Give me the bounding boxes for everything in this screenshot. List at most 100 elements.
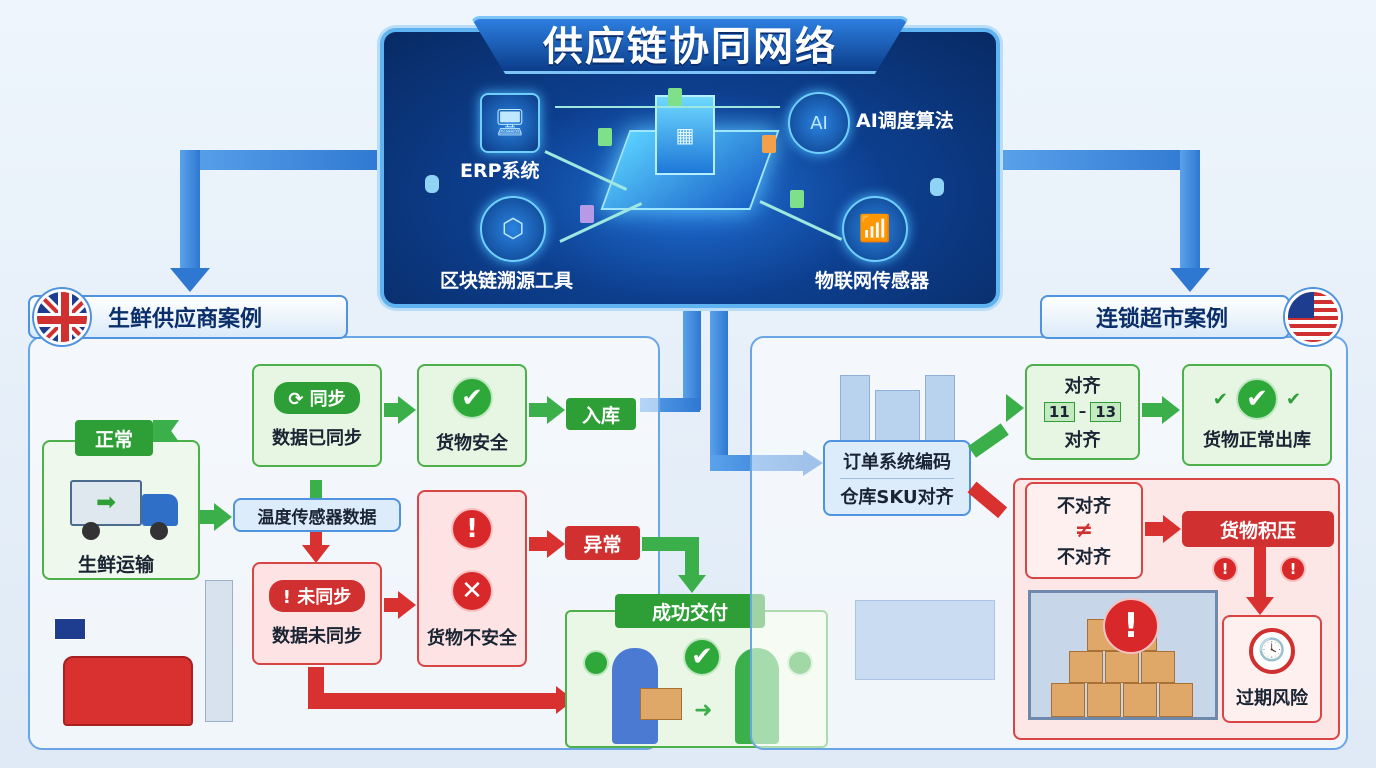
alert-icon: ! xyxy=(1280,556,1306,582)
arrow-head xyxy=(1006,394,1024,422)
arrow-unsynced-to-unsafe xyxy=(384,598,400,612)
arrow-to-backlog xyxy=(1145,522,1165,536)
arrow-safe-to-inbound xyxy=(529,403,549,417)
pipe-right xyxy=(995,150,1200,170)
database-icon xyxy=(930,178,944,196)
package-icon xyxy=(640,688,682,720)
erp-label: ERP系统 xyxy=(460,160,540,182)
arrow-abnormal-to-delivery xyxy=(642,537,697,551)
arrow-truck-to-sensor xyxy=(200,510,216,524)
misaligned-top-label: 不对齐 xyxy=(1057,496,1111,517)
arrow-head xyxy=(398,396,416,424)
misaligned-bottom-label: 不对齐 xyxy=(1057,547,1111,568)
aligned-card: 对齐 11 – 13 对齐 xyxy=(1025,364,1140,460)
arrow-head xyxy=(547,530,565,558)
iot-sensor-icon[interactable]: 📶 xyxy=(842,196,908,262)
check-icon: ✔ xyxy=(1286,388,1302,410)
truck-label: 生鲜运输 xyxy=(78,554,155,576)
arrow-head xyxy=(678,575,706,593)
uk-small-flag-icon xyxy=(54,618,86,640)
arrow-sensor-down xyxy=(310,532,322,548)
network-title-banner: 供应链协同网络 xyxy=(470,16,910,74)
big-red-arrow-horizontal xyxy=(308,693,558,709)
iot-label: 物联网传感器 xyxy=(815,270,930,292)
normal-flag-label: 正常 xyxy=(94,428,133,451)
code-a: 11 xyxy=(1043,402,1075,422)
blockchain-icon[interactable]: ⬡ xyxy=(480,196,546,262)
document-icon xyxy=(790,190,804,208)
ai-badge: AI xyxy=(810,112,828,134)
sku-align-label: 仓库SKU对齐 xyxy=(840,477,954,509)
document-icon xyxy=(580,205,594,223)
normal-outbound-card: ✔✔✔ 货物正常出库 xyxy=(1182,364,1332,466)
alert-icon: ! xyxy=(1212,556,1238,582)
pipe-center-left xyxy=(683,305,701,410)
aligned-bottom-label: 对齐 xyxy=(1064,430,1101,451)
expiry-risk-label: 过期风险 xyxy=(1236,688,1308,709)
check-circle-icon: ✔ xyxy=(683,638,721,676)
big-alert-icon: ! xyxy=(1103,598,1159,654)
arrow-down-right xyxy=(1170,268,1210,292)
check-circle-icon xyxy=(583,650,609,676)
document-icon xyxy=(668,88,682,106)
code-b: 13 xyxy=(1090,402,1122,422)
aligned-top-label: 对齐 xyxy=(1064,376,1101,397)
unsynced-text: 数据未同步 xyxy=(272,625,362,647)
pipe-center-right xyxy=(710,305,728,465)
arrow-backlog-down xyxy=(1254,547,1266,599)
arrow-head xyxy=(398,591,416,619)
goods-safe-label: 货物安全 xyxy=(436,432,508,454)
arrow-aligned-to-out xyxy=(1142,403,1164,417)
alert-icon: ! xyxy=(451,507,493,550)
arrow-head xyxy=(302,545,330,563)
ai-brain-icon[interactable]: AI xyxy=(788,92,850,154)
unsynced-card: ! 未同步 数据未同步 xyxy=(252,562,382,665)
goods-unsafe-card: ! ✕ 货物不安全 xyxy=(417,490,527,667)
erp-monitor-icon[interactable]: 🖥 xyxy=(480,93,540,153)
synced-card: ⟳ 同步 数据已同步 xyxy=(252,364,382,467)
server-cube-icon: ▦ xyxy=(655,95,715,175)
big-ben-icon xyxy=(205,580,233,722)
backlog-banner: 货物积压 xyxy=(1182,511,1334,547)
x-circle-icon: ✕ xyxy=(451,569,493,612)
city-buildings-icon xyxy=(875,390,920,445)
goods-unsafe-label: 货物不安全 xyxy=(427,627,517,649)
synced-text: 数据已同步 xyxy=(272,427,362,449)
network-title: 供应链协同网络 xyxy=(543,24,837,70)
arrow-abnormal-down xyxy=(685,537,699,577)
handover-arrow-icon: ➜ xyxy=(694,698,713,723)
expiry-risk-card: 🕓 过期风险 xyxy=(1222,615,1322,723)
not-equal-icon: ≠ xyxy=(1074,518,1094,543)
normal-outbound-label: 货物正常出库 xyxy=(1203,430,1311,451)
document-icon xyxy=(762,135,776,153)
delivery-banner: 成功交付 xyxy=(615,594,765,628)
normal-flag: 正常 xyxy=(75,420,153,456)
unsynced-pill-label: 未同步 xyxy=(297,586,352,608)
link-arrow xyxy=(555,106,780,108)
arrow-sensor-up xyxy=(310,480,322,498)
arrow-head xyxy=(1162,396,1180,424)
arrow-head xyxy=(547,396,565,424)
arrow-head xyxy=(1246,597,1274,615)
truck-icon: ➡ xyxy=(70,480,180,542)
uk-flag-icon xyxy=(34,289,90,345)
double-decker-bus-icon xyxy=(63,656,193,726)
misaligned-card: 不对齐 ≠ 不对齐 xyxy=(1025,482,1143,579)
arrow-synced-to-safe xyxy=(384,403,400,417)
city-buildings-icon xyxy=(840,375,870,445)
abnormal-label: 异常 xyxy=(583,533,622,556)
code-compare: 11 – 13 xyxy=(1043,402,1122,422)
city-buildings-icon xyxy=(855,600,995,680)
order-code-label: 订单系统编码 xyxy=(843,451,951,473)
backlog-label: 货物积压 xyxy=(1219,519,1296,542)
temperature-sensor-data: 温度传感器数据 xyxy=(233,498,401,532)
abnormal-badge: 异常 xyxy=(565,526,640,560)
arrow-head xyxy=(214,503,232,531)
check-circle-icon: ✔ xyxy=(1236,378,1278,420)
supermarket-title: 连锁超市案例 xyxy=(1096,307,1229,332)
clock-icon: 🕓 xyxy=(1249,628,1295,674)
city-buildings-icon xyxy=(925,375,955,445)
goods-safe-card: ✔ 货物安全 xyxy=(417,364,527,467)
flag-pennant-icon xyxy=(153,420,179,442)
arrow-unsafe-to-abnormal xyxy=(529,537,549,551)
